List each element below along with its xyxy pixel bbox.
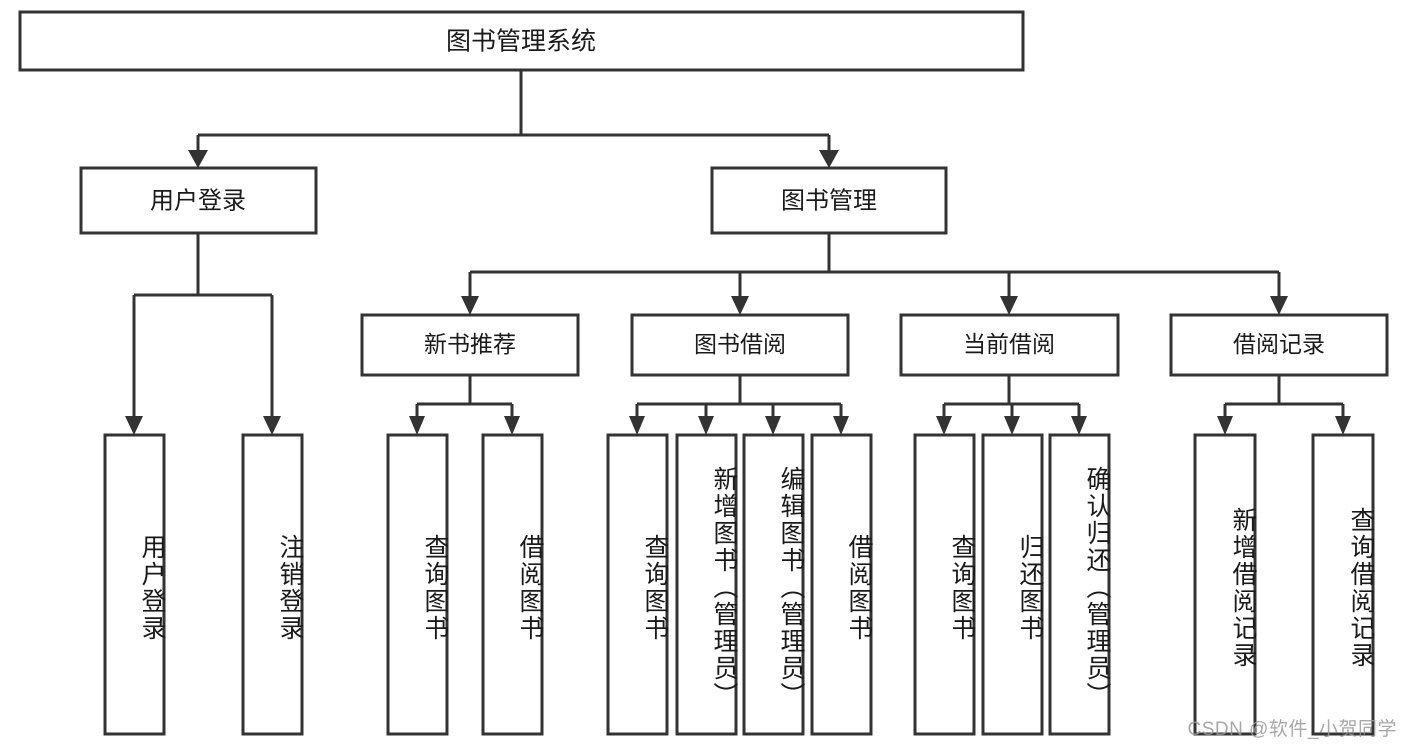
node-current-borrow-box[interactable] <box>899 313 1120 377</box>
arrow-leaf-return-book <box>1004 416 1020 435</box>
node-root-system[interactable]: 图书管理系统 <box>18 10 1025 72</box>
arrow-leaf-logout <box>263 416 281 435</box>
arrow-leaf-edit-book <box>765 416 781 435</box>
leaf-query-book-borrow-label: 查询图书 <box>641 533 669 642</box>
node-user-login-label: 用户登录 <box>150 187 246 214</box>
arrow-leaf-add-record <box>1217 416 1233 435</box>
leaf-add-book-box[interactable] <box>675 433 738 736</box>
arrow-leaf-user-login <box>125 416 143 435</box>
arrow-leaf-query-book-b <box>629 416 645 435</box>
arrow-to-borrow-record <box>1270 296 1288 315</box>
watermark-text: CSDN @软件_小贺同学 <box>1187 719 1397 740</box>
leaf-borrow-book-recommend-label: 借阅图书 <box>516 533 544 642</box>
node-root-label: 图书管理系统 <box>446 28 596 56</box>
leaf-edit-book-box[interactable] <box>742 433 805 736</box>
arrow-to-book-borrow <box>731 296 749 315</box>
arrow-leaf-add-book <box>698 416 714 435</box>
node-borrow-record[interactable]: 借阅记录 <box>1169 313 1389 377</box>
node-book-manage[interactable]: 图书管理 <box>710 166 948 235</box>
leaf-user-login[interactable]: 用户登录 <box>103 433 166 736</box>
node-new-book-recommend-box[interactable] <box>360 313 580 377</box>
connector-group <box>125 70 1351 435</box>
leaf-borrow-book[interactable]: 借阅图书 <box>810 433 873 736</box>
leaf-edit-book[interactable]: 编辑图书（管理员） <box>742 433 805 736</box>
leaf-return-book[interactable]: 归还图书 <box>981 433 1044 736</box>
leaf-add-borrow-record[interactable]: 新增借阅记录 <box>1193 433 1257 736</box>
leaf-user-login-box[interactable] <box>103 433 166 736</box>
leaf-query-book-recommend-label: 查询图书 <box>421 533 449 642</box>
node-current-borrow[interactable]: 当前借阅 <box>899 313 1120 377</box>
node-new-book-recommend[interactable]: 新书推荐 <box>360 313 580 377</box>
node-user-login-box[interactable] <box>79 166 318 235</box>
leaf-add-book[interactable]: 新增图书（管理员） <box>675 433 738 736</box>
leaf-query-book-current-label: 查询图书 <box>948 533 976 642</box>
arrow-to-book-manage <box>819 150 839 168</box>
arrow-to-current-borrow <box>1000 296 1018 315</box>
arrow-leaf-confirm-return <box>1071 416 1087 435</box>
leaf-query-book-borrow-box[interactable] <box>606 433 669 736</box>
leaf-edit-book-label: 编辑图书（管理员） <box>777 466 805 709</box>
leaf-query-book-recommend-box[interactable] <box>386 433 449 736</box>
node-borrow-record-box[interactable] <box>1169 313 1389 377</box>
arrow-leaf-borrow-book-a <box>504 416 520 435</box>
leaf-query-book-borrow[interactable]: 查询图书 <box>606 433 669 736</box>
leaf-confirm-return[interactable]: 确认归还（管理员） <box>1048 433 1111 736</box>
node-book-borrow-label: 图书借阅 <box>694 331 786 357</box>
leaf-user-login-label: 用户登录 <box>138 533 166 642</box>
leaf-borrow-book-recommend[interactable]: 借阅图书 <box>481 433 544 736</box>
leaf-confirm-return-box[interactable] <box>1048 433 1111 736</box>
leaf-query-borrow-record[interactable]: 查询借阅记录 <box>1311 433 1375 736</box>
node-new-book-recommend-label: 新书推荐 <box>424 331 516 357</box>
leaf-return-book-label: 归还图书 <box>1016 533 1044 642</box>
leaf-query-borrow-record-label: 查询借阅记录 <box>1347 506 1375 669</box>
node-book-manage-box[interactable] <box>710 166 948 235</box>
leaf-query-borrow-record-box[interactable] <box>1311 433 1375 736</box>
leaf-return-book-box[interactable] <box>981 433 1044 736</box>
leaf-borrow-book-recommend-box[interactable] <box>481 433 544 736</box>
leaf-confirm-return-label: 确认归还（管理员） <box>1083 466 1111 709</box>
leaf-add-borrow-record-box[interactable] <box>1193 433 1257 736</box>
arrow-leaf-query-book-c <box>936 416 952 435</box>
leaf-logout[interactable]: 注销登录 <box>241 433 304 736</box>
leaf-add-borrow-record-label: 新增借阅记录 <box>1229 506 1257 669</box>
leaf-add-book-label: 新增图书（管理员） <box>710 466 738 709</box>
arrow-leaf-query-record <box>1335 416 1351 435</box>
leaf-query-book-current[interactable]: 查询图书 <box>913 433 976 736</box>
node-current-borrow-label: 当前借阅 <box>963 331 1055 357</box>
leaf-query-book-current-box[interactable] <box>913 433 976 736</box>
arrow-to-new-book-recommend <box>461 296 479 315</box>
node-user-login[interactable]: 用户登录 <box>79 166 318 235</box>
node-book-manage-label: 图书管理 <box>781 187 877 214</box>
leaf-logout-box[interactable] <box>241 433 304 736</box>
leaf-borrow-book-box[interactable] <box>810 433 873 736</box>
node-borrow-record-label: 借阅记录 <box>1233 331 1325 357</box>
leaf-borrow-book-label: 借阅图书 <box>845 533 873 642</box>
leaf-logout-label: 注销登录 <box>276 533 304 642</box>
node-root-box[interactable] <box>18 10 1025 72</box>
node-book-borrow-box[interactable] <box>630 313 850 377</box>
node-book-borrow[interactable]: 图书借阅 <box>630 313 850 377</box>
arrow-to-user-login <box>188 150 208 168</box>
arrow-leaf-borrow-book-b <box>833 416 849 435</box>
leaf-query-book-recommend[interactable]: 查询图书 <box>386 433 449 736</box>
arrow-leaf-query-book-a <box>409 416 425 435</box>
